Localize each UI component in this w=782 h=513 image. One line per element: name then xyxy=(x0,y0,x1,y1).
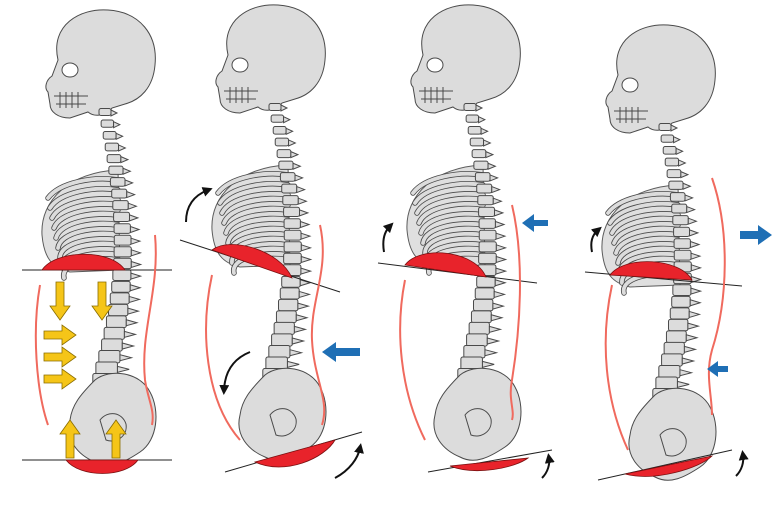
skeleton xyxy=(602,25,716,480)
arrow-left-icon xyxy=(322,342,360,362)
rotation-arrow-icon xyxy=(185,187,213,223)
arrow-right-icon xyxy=(740,225,772,245)
arrow-left-icon xyxy=(707,361,728,377)
panel-reverse-tilt xyxy=(584,25,772,481)
rotation-arrow-icon xyxy=(219,351,251,395)
skeleton xyxy=(212,5,326,460)
diaphragm xyxy=(404,252,487,278)
abdominal-wall-front xyxy=(34,284,49,426)
rotation-arrow-icon xyxy=(735,450,749,477)
pelvic-floor xyxy=(253,439,336,468)
arrow-up-icon xyxy=(59,419,81,459)
abdominal-wall-front xyxy=(399,279,426,441)
arrow-up-icon xyxy=(105,419,127,459)
arrow-right-icon xyxy=(43,368,77,390)
arrow-down-icon xyxy=(91,281,113,321)
diaphragm xyxy=(211,244,293,279)
arrow-right-icon xyxy=(43,346,77,368)
panel-neutral xyxy=(22,10,172,474)
panel-partial-tilt xyxy=(377,5,555,479)
arrow-down-icon xyxy=(49,281,71,321)
panel-tilted-diaphragm xyxy=(179,5,364,479)
diaphragm xyxy=(41,253,126,271)
abdominal-wall-back xyxy=(143,234,157,426)
rotation-arrow-icon xyxy=(382,222,394,253)
abdominal-wall-front xyxy=(604,284,629,451)
pelvic-floor xyxy=(449,457,530,471)
pelvic-floor xyxy=(624,455,714,477)
abdominal-wall-front xyxy=(205,274,241,441)
abdominal-wall-back xyxy=(310,224,326,426)
arrow-right-icon xyxy=(43,324,77,346)
abdominal-wall-back xyxy=(509,204,521,421)
arrow-left-icon xyxy=(522,214,548,232)
rotation-arrow-icon xyxy=(334,443,364,479)
skeleton xyxy=(407,5,521,460)
pelvic-floor-line xyxy=(597,449,733,481)
rotation-arrow-icon xyxy=(541,453,555,479)
abdominal-wall-back xyxy=(707,177,726,416)
pelvic-floor-line xyxy=(427,449,553,473)
skeleton xyxy=(42,10,156,465)
pelvic-floor xyxy=(65,459,139,474)
rotation-arrow-icon xyxy=(590,226,602,253)
diaphragm xyxy=(609,261,693,281)
pressure-arrows xyxy=(43,281,127,459)
